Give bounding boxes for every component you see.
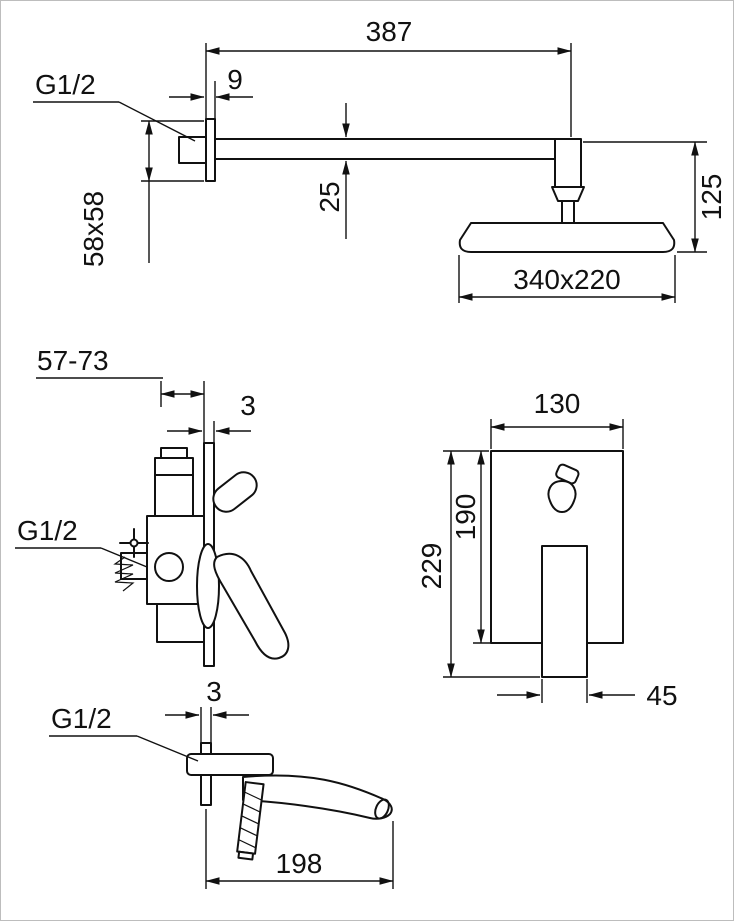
valve-inlet-circle — [154, 552, 184, 582]
dim-plate-thickness-bottom: 3 — [165, 676, 249, 743]
spout-thread-lines — [238, 791, 262, 849]
dim-plate-thickness-mid: 3 — [167, 390, 256, 443]
dim-arm-length: 387 — [205, 16, 572, 137]
arm-wall-flange — [205, 118, 216, 182]
arm-thread-stub — [178, 136, 207, 164]
dim-arm-diameter-label: 25 — [314, 181, 345, 212]
thread-coil — [113, 556, 135, 592]
thread-label-top: G1/2 — [33, 69, 196, 142]
cartridge-top — [160, 447, 188, 459]
spout-thread-cap — [237, 850, 255, 861]
spout-body — [242, 774, 393, 820]
dim-head-height: 125 — [583, 141, 727, 253]
shower-arm-assembly — [178, 118, 676, 253]
dim-overall-height-label: 229 — [416, 543, 447, 590]
dim-install-depth-label: 57-73 — [37, 345, 109, 376]
dim-plate-width-label: 130 — [534, 388, 581, 419]
dim-plate-thickness-bottom-label: 3 — [206, 676, 222, 707]
dim-overall-height: 229 — [416, 450, 540, 678]
dim-arm-length-label: 387 — [366, 16, 413, 47]
dim-lever-width: 45 — [497, 679, 678, 711]
dim-install-depth: 57-73 — [36, 345, 205, 443]
dim-plate-width: 130 — [490, 388, 624, 449]
dim-spout-length-label: 198 — [276, 848, 323, 879]
valve-body-lower — [156, 603, 205, 643]
dim-plate-thickness-mid-label: 3 — [240, 390, 256, 421]
spout-flange — [186, 753, 274, 776]
mixer-valve-front-view — [490, 450, 624, 678]
dim-arm-diameter: 25 — [314, 103, 350, 239]
arm-elbow — [554, 138, 582, 188]
thread-label-bottom: G1/2 — [49, 703, 199, 762]
dim-head-size-label: 340x220 — [513, 264, 620, 295]
dim-plate-height-label: 190 — [450, 494, 481, 541]
dim-plate-height: 190 — [450, 450, 491, 644]
dim-flange-thickness: 9 — [169, 64, 253, 119]
thread-label-top-text: G1/2 — [35, 69, 96, 100]
valve-body — [146, 515, 205, 605]
dim-lever-width-label: 45 — [646, 680, 677, 711]
dim-flange-thickness-label: 9 — [227, 64, 243, 95]
dim-flange-size: 58x58 — [78, 120, 204, 267]
tap-cross — [129, 538, 139, 548]
diverter-knob-side — [212, 471, 258, 513]
lever-escutcheon — [196, 543, 220, 629]
mixer-valve-side-view — [113, 442, 290, 667]
spout-outlet — [374, 798, 390, 820]
lever-front — [541, 545, 588, 678]
head-stem — [561, 200, 575, 224]
dim-spout-length: 198 — [205, 809, 394, 889]
thread-label-bottom-text: G1/2 — [51, 703, 112, 734]
dim-head-height-label: 125 — [696, 174, 727, 221]
spout-thread-tail — [236, 781, 265, 855]
spout-side-view — [186, 742, 393, 861]
shower-head — [458, 222, 676, 253]
diverter-knob-front — [547, 480, 577, 513]
dim-flange-size-label: 58x58 — [78, 191, 109, 267]
lever-side — [213, 552, 290, 660]
elbow-nut — [551, 186, 585, 202]
cartridge-body — [154, 457, 194, 517]
thread-label-middle-text: G1/2 — [17, 515, 78, 546]
shower-arm — [214, 138, 558, 160]
thread-label-middle: G1/2 — [15, 515, 148, 568]
dim-head-size: 340x220 — [458, 255, 676, 303]
